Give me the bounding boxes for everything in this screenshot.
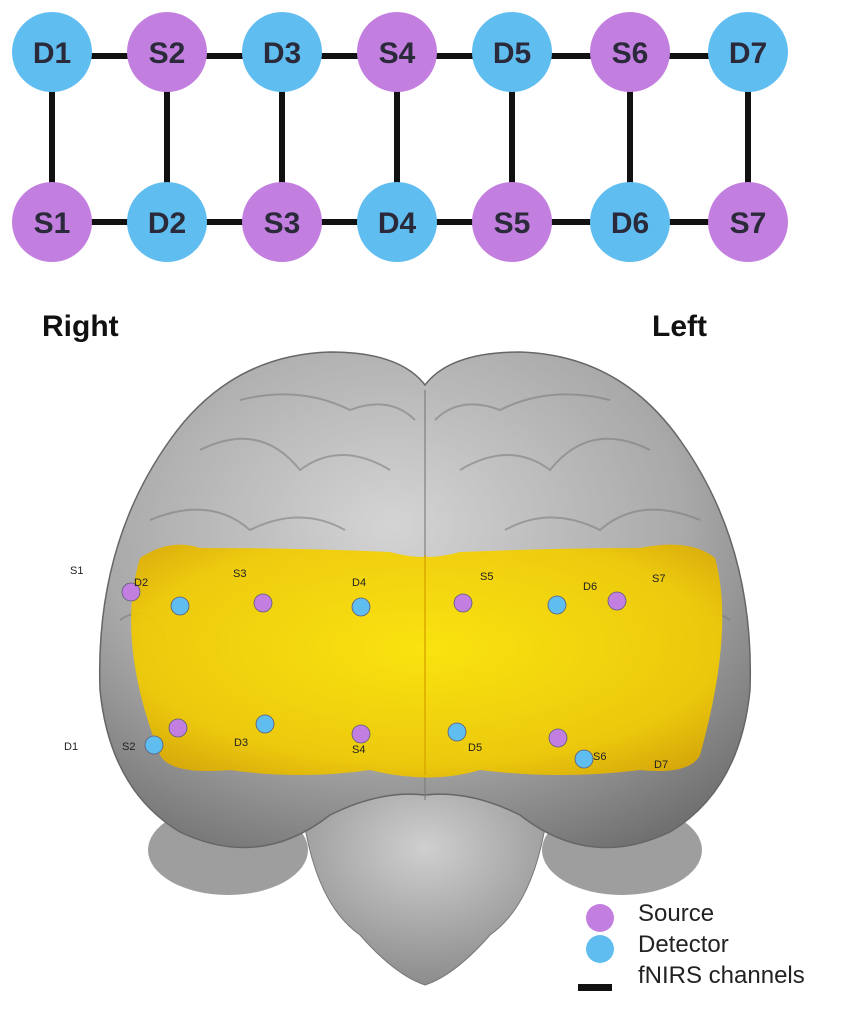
source-optode-dot: [607, 591, 627, 611]
source-optode-dot: [121, 582, 141, 602]
source-circle: [12, 182, 92, 262]
legend: Source Detector fNIRS channels: [578, 898, 851, 991]
source-circle: [357, 12, 437, 92]
node-d2: D2: [127, 182, 207, 262]
node-d3: D3: [242, 12, 322, 92]
right-hemisphere-label: Right: [42, 310, 119, 343]
optode-label-s4: S4: [352, 744, 365, 756]
source-circle: [242, 182, 322, 262]
detector-optode-dot: [574, 749, 594, 769]
node-s1: S1: [12, 182, 92, 262]
detector-circle: [357, 182, 437, 262]
source-optode-dot: [168, 718, 188, 738]
channel-line-icon: [578, 984, 612, 991]
detector-optode-dot: [170, 596, 190, 616]
source-circle: [472, 182, 552, 262]
node-d1: D1: [12, 12, 92, 92]
legend-source: Source: [586, 898, 851, 932]
node-d4: D4: [357, 182, 437, 262]
detector-optode-dot: [255, 714, 275, 734]
legend-detector-label: Detector: [638, 931, 729, 958]
node-s5: S5: [472, 182, 552, 262]
detector-circle: [127, 182, 207, 262]
optode-label-d3: D3: [234, 737, 248, 749]
legend-detector: Detector: [586, 929, 851, 963]
channel-lines: [49, 53, 751, 225]
source-dot-icon: [586, 904, 614, 932]
detector-circle: [708, 12, 788, 92]
node-d7: D7: [708, 12, 788, 92]
detector-circle: [242, 12, 322, 92]
detector-optode-dot: [144, 735, 164, 755]
node-label: D5: [493, 37, 531, 70]
node-label: S2: [149, 37, 186, 70]
node-label: D6: [611, 207, 649, 240]
roi-overlay: [131, 544, 723, 778]
source-optode-dot: [253, 593, 273, 613]
detector-optode-dot: [447, 722, 467, 742]
node-label: D3: [263, 37, 301, 70]
node-label: D1: [33, 37, 71, 70]
node-s4: S4: [357, 12, 437, 92]
optode-label-s7: S7: [652, 573, 665, 585]
source-circle: [708, 182, 788, 262]
optode-label-d2: D2: [134, 577, 148, 589]
source-circle: [127, 12, 207, 92]
node-label: S6: [612, 37, 649, 70]
node-label: S1: [34, 207, 71, 240]
left-hemisphere-label: Left: [652, 310, 707, 343]
node-label: D2: [148, 207, 186, 240]
optode-label-s1: S1: [70, 565, 83, 577]
source-optode-dot: [453, 593, 473, 613]
node-label: S5: [494, 207, 531, 240]
optode-label-s3: S3: [233, 568, 246, 580]
node-s6: S6: [590, 12, 670, 92]
optode-label-s2: S2: [122, 741, 135, 753]
node-s7: S7: [708, 182, 788, 262]
optode-label-s5: S5: [480, 571, 493, 583]
node-label: S4: [379, 37, 416, 70]
optode-label-d4: D4: [352, 577, 366, 589]
node-d6: D6: [590, 182, 670, 262]
detector-circle: [472, 12, 552, 92]
detector-circle: [590, 182, 670, 262]
detector-dot-icon: [586, 935, 614, 963]
optode-label-d7: D7: [654, 759, 668, 771]
brainstem: [299, 789, 551, 986]
node-label: S3: [264, 207, 301, 240]
detector-optode-dot: [351, 597, 371, 617]
node-label: D7: [729, 37, 767, 70]
optode-label-d6: D6: [583, 581, 597, 593]
node-s2: S2: [127, 12, 207, 92]
node-s3: S3: [242, 182, 322, 262]
detector-optode-dot: [547, 595, 567, 615]
optode-label-d5: D5: [468, 742, 482, 754]
node-d5: D5: [472, 12, 552, 92]
optode-label-s6: S6: [593, 751, 606, 763]
optode-label-d1: D1: [64, 741, 78, 753]
legend-channels: fNIRS channels: [578, 960, 851, 991]
node-label: D4: [378, 207, 417, 240]
source-optode-dot: [351, 724, 371, 744]
legend-source-label: Source: [638, 900, 715, 927]
node-label: S7: [730, 207, 767, 240]
legend-channels-label: fNIRS channels: [638, 962, 805, 989]
source-optode-dot: [548, 728, 568, 748]
source-circle: [590, 12, 670, 92]
detector-circle: [12, 12, 92, 92]
